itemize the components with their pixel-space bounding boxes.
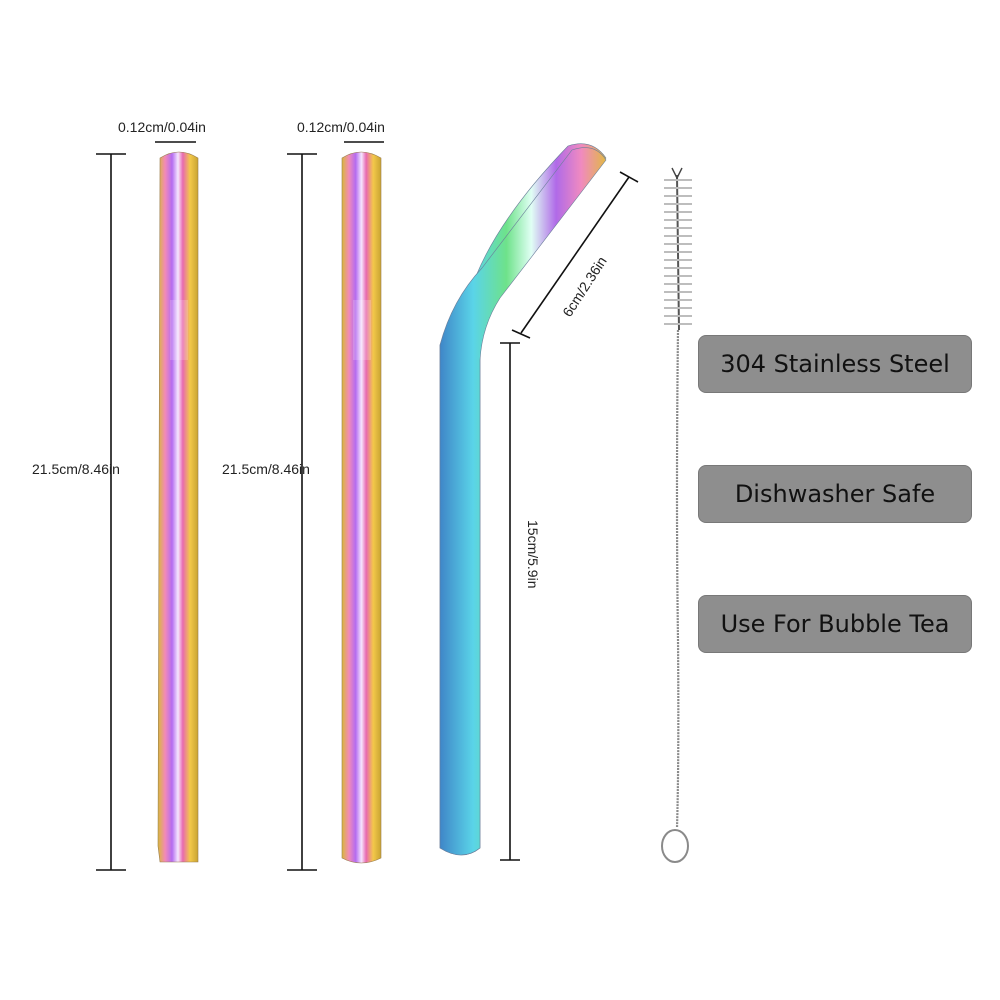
brush-loop (661, 829, 689, 863)
bent-top-length-label: 6cm/2.36in (559, 253, 610, 319)
brush-wire (675, 329, 680, 829)
feature-badge-dishwasher: Dishwasher Safe (698, 465, 972, 523)
feature-badge-steel-text: 304 Stainless Steel (720, 350, 950, 378)
straw-1-diameter-label: 0.12cm/0.04in (118, 119, 206, 135)
dimension-lines (96, 141, 639, 871)
straw-1 (157, 151, 199, 863)
straw-2-diameter-label: 0.12cm/0.04in (297, 119, 385, 135)
feature-badge-dishwasher-text: Dishwasher Safe (734, 480, 936, 508)
straw-bent (439, 143, 607, 856)
feature-badge-steel: 304 Stainless Steel (698, 335, 972, 393)
brush-bristles (664, 179, 692, 325)
straw-2-length-label: 21.5cm/8.46in (222, 461, 310, 477)
straw-2 (341, 151, 382, 864)
feature-badge-bubble-tea-text: Use For Bubble Tea (720, 610, 950, 638)
cleaning-brush (661, 167, 692, 863)
straw-1-length-label: 21.5cm/8.46in (32, 461, 120, 477)
feature-badge-bubble-tea: Use For Bubble Tea (698, 595, 972, 653)
bent-lower-length-label: 15cm/5.9in (525, 520, 541, 588)
straw-2-body (341, 151, 382, 864)
straw-1-body (157, 151, 199, 863)
